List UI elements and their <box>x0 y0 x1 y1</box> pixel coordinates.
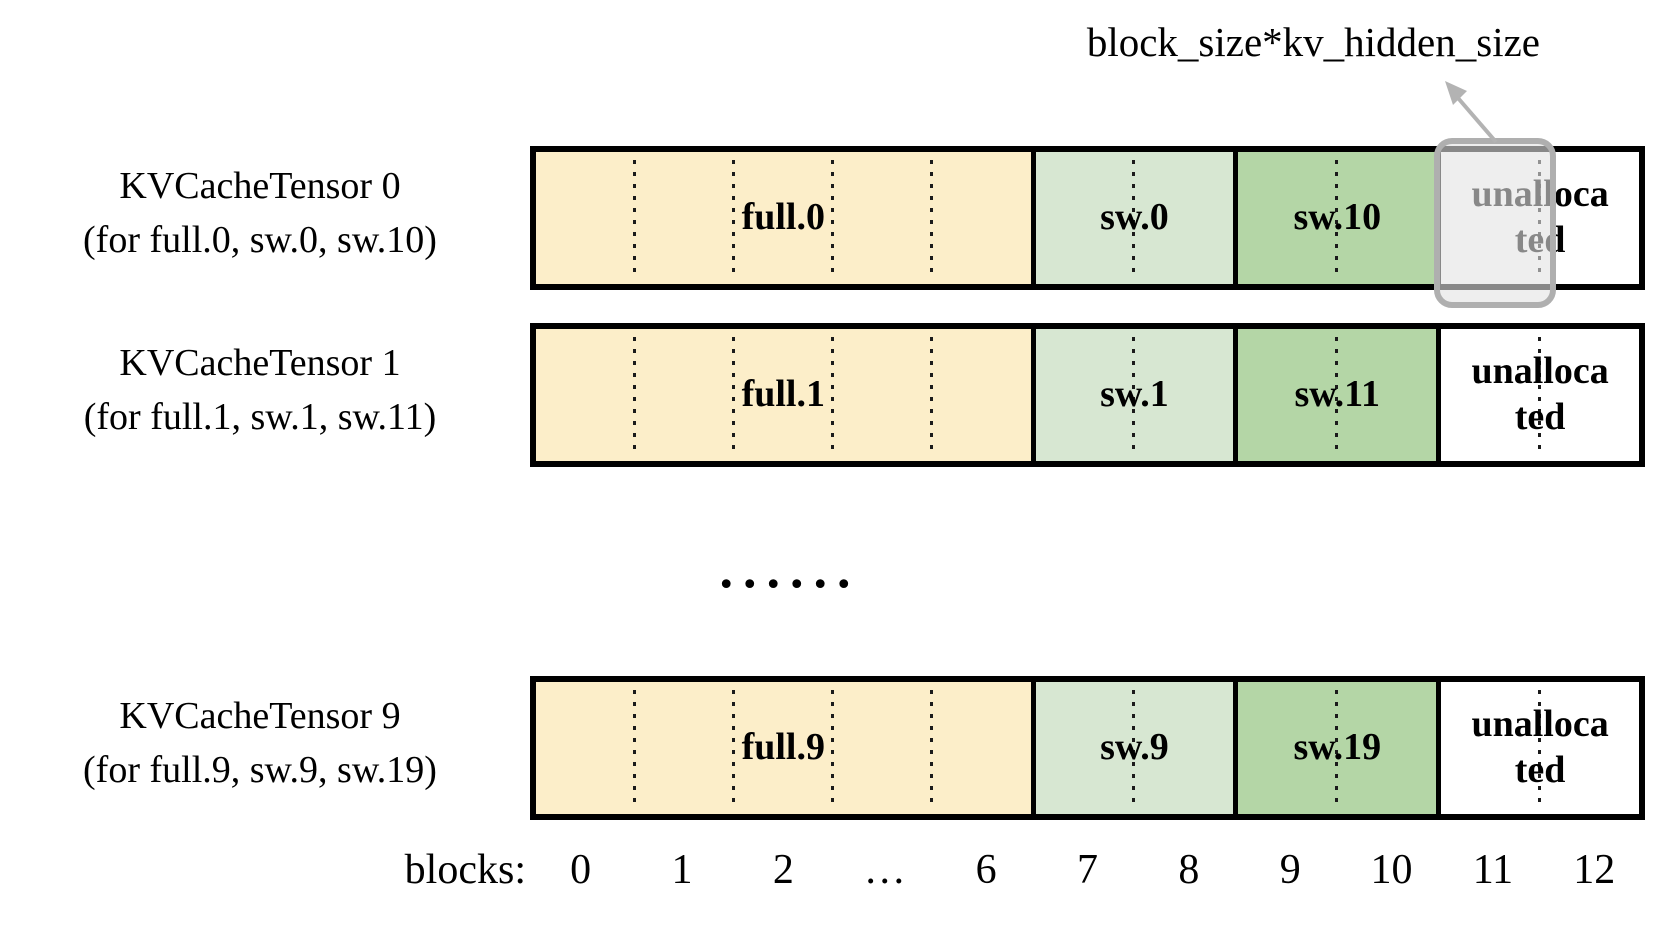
tensor-9-segment-full: full.9 <box>536 682 1031 814</box>
axis-tick: 6 <box>975 847 997 893</box>
block-divider <box>929 160 933 276</box>
tensor-9-segment-unallocated: unalloca ted <box>1436 682 1639 814</box>
axis-tick: 1 <box>671 847 693 893</box>
axis-tick: … <box>863 847 906 893</box>
tensor-9-segment-sw-next: sw.19 <box>1233 682 1437 814</box>
segment-label: sw.1 <box>1100 373 1169 416</box>
block-divider <box>830 690 834 806</box>
unallocated-line-2: ted <box>1514 396 1566 438</box>
block-divider <box>929 690 933 806</box>
segment-label: sw.11 <box>1294 373 1381 416</box>
annotation-arrow-icon <box>1445 81 1498 144</box>
segment-label: sw.10 <box>1293 196 1382 239</box>
segment-label: unalloca ted <box>1471 702 1608 793</box>
block-divider <box>731 337 735 453</box>
block-divider <box>731 160 735 276</box>
rows-ellipsis: ...... <box>719 539 861 599</box>
segment-label: full.0 <box>741 196 825 239</box>
segment-label: sw.19 <box>1293 726 1382 769</box>
segment-label: sw.9 <box>1100 726 1169 769</box>
tensor-1-title: KVCacheTensor 1 <box>119 342 401 384</box>
tensor-9-title: KVCacheTensor 9 <box>119 695 401 737</box>
axis-tick: 2 <box>772 847 794 893</box>
tensor-1-subtitle: (for full.1, sw.1, sw.11) <box>83 395 437 438</box>
tensor-0-title: KVCacheTensor 0 <box>119 165 401 207</box>
tensor-0-segment-full: full.0 <box>536 152 1031 284</box>
tensor-1-bar: full.1 sw.1 sw.11 unalloca ted <box>530 323 1645 467</box>
block-highlight-box <box>1434 138 1556 308</box>
unallocated-line-1: unalloca <box>1471 350 1609 393</box>
tensor-9-bar: full.9 sw.9 sw.19 unalloca ted <box>530 676 1645 820</box>
segment-label: full.9 <box>741 726 825 769</box>
block-divider <box>632 160 636 276</box>
segment-label: sw.0 <box>1100 196 1169 239</box>
unallocated-line-2: ted <box>1514 749 1566 791</box>
axis-tick: 10 <box>1370 847 1413 893</box>
tensor-1-segment-sw-next: sw.11 <box>1233 329 1437 461</box>
block-divider <box>1132 160 1136 276</box>
block-divider <box>632 690 636 806</box>
block-size-annotation: block_size*kv_hidden_size <box>1086 19 1540 65</box>
unallocated-line-1: unalloca <box>1471 703 1609 746</box>
tensor-1-segment-full: full.1 <box>536 329 1031 461</box>
block-divider <box>929 337 933 453</box>
tensor-9-segment-sw: sw.9 <box>1030 682 1234 814</box>
block-divider <box>1132 337 1136 453</box>
block-divider <box>1132 690 1136 806</box>
block-divider <box>830 337 834 453</box>
block-divider <box>1335 690 1339 806</box>
segment-label: full.1 <box>741 373 825 416</box>
axis-tick: 7 <box>1076 847 1098 893</box>
axis-tick: 12 <box>1573 847 1616 893</box>
tensor-9-subtitle: (for full.9, sw.9, sw.19) <box>83 748 437 791</box>
blocks-axis-ticks: 0 1 2 … 6 7 8 9 10 11 12 <box>530 846 1645 894</box>
tensor-0-subtitle: (for full.0, sw.0, sw.10) <box>83 218 437 261</box>
axis-tick: 0 <box>570 847 592 893</box>
block-divider <box>1335 160 1339 276</box>
block-divider <box>830 160 834 276</box>
tensor-1-segment-unallocated: unalloca ted <box>1436 329 1639 461</box>
tensor-0-label: KVCacheTensor 0 (for full.0, sw.0, sw.10… <box>20 160 500 268</box>
block-divider <box>1538 337 1542 453</box>
axis-tick: 9 <box>1279 847 1301 893</box>
segment-label: unalloca ted <box>1471 349 1608 440</box>
tensor-0-segment-sw-next: sw.10 <box>1233 152 1437 284</box>
tensor-9-label: KVCacheTensor 9 (for full.9, sw.9, sw.19… <box>20 690 500 798</box>
axis-tick: 8 <box>1178 847 1200 893</box>
block-divider <box>1538 690 1542 806</box>
blocks-axis-label: blocks: <box>404 847 526 893</box>
tensor-0-segment-sw: sw.0 <box>1030 152 1234 284</box>
tensor-1-segment-sw: sw.1 <box>1030 329 1234 461</box>
block-divider <box>632 337 636 453</box>
block-divider <box>731 690 735 806</box>
axis-tick: 11 <box>1472 847 1514 893</box>
tensor-1-label: KVCacheTensor 1 (for full.1, sw.1, sw.11… <box>20 337 500 445</box>
block-divider <box>1335 337 1339 453</box>
